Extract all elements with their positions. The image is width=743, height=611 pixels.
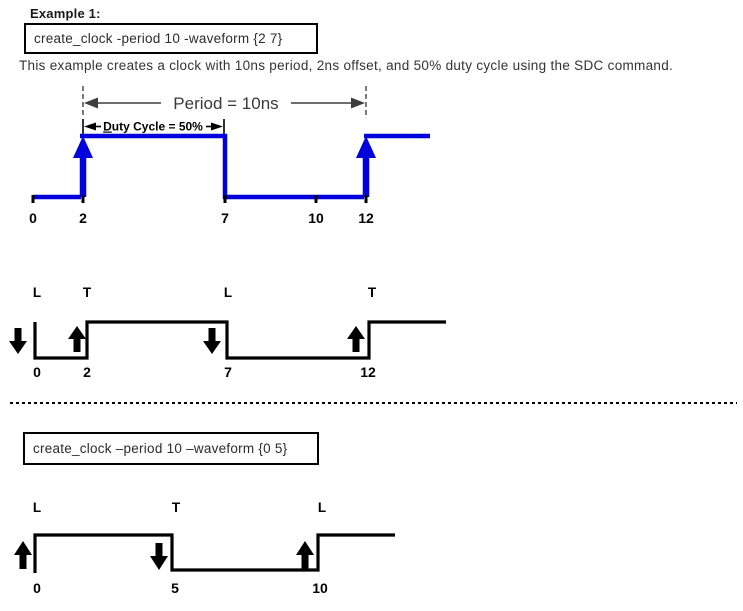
right-arrowhead-icon — [351, 97, 365, 109]
edge-waveform-diagram-example1: L T L T 0 2 7 12 — [9, 285, 446, 380]
time-tick — [31, 195, 35, 203]
falling-edge-arrow-icon — [9, 328, 27, 354]
time-tick-label: 0 — [29, 210, 37, 226]
period-label: Period = 10ns — [173, 94, 278, 113]
rising-edge-arrow-icon — [68, 326, 86, 352]
time-tick-label: 10 — [312, 580, 328, 596]
example1-command-box: create_clock -period 10 -waveform {2 7} — [24, 23, 318, 54]
time-tick-label: 7 — [224, 364, 232, 380]
edge-letter: T — [368, 285, 377, 300]
edge-waveform-path — [33, 320, 446, 360]
example1-heading: Example 1: — [30, 6, 101, 21]
time-tick — [314, 195, 318, 203]
rising-edge-arrow-icon — [73, 136, 93, 197]
time-tick-label: 12 — [358, 210, 374, 226]
time-axis-ticks — [31, 195, 368, 203]
duty-cycle-annotation: Duty Cycle = 50% — [82, 119, 225, 134]
time-tick-label: 2 — [79, 210, 87, 226]
example1-description: This example creates a clock with 10ns p… — [19, 58, 674, 73]
edge-letter: T — [172, 500, 181, 515]
right-arrowhead-icon — [211, 122, 223, 131]
edge-letter: L — [224, 285, 232, 300]
section-divider — [10, 402, 737, 404]
time-tick-label: 7 — [221, 210, 229, 226]
time-tick-label: 0 — [33, 580, 41, 596]
example1-command-text: create_clock -period 10 -waveform {2 7} — [34, 31, 283, 46]
time-tick-label: 2 — [83, 364, 91, 380]
edge-waveform-diagram-example2: L T L 0 5 10 — [14, 500, 395, 596]
edge-letter: L — [33, 285, 41, 300]
rising-edge-arrow-icon — [296, 541, 314, 569]
rising-edge-arrow-icon — [14, 541, 32, 569]
clock-high-fall-low-segment — [80, 133, 364, 200]
falling-edge-arrow-icon — [203, 328, 221, 354]
left-arrowhead-icon — [84, 97, 98, 109]
time-tick-label: 10 — [308, 210, 324, 226]
time-tick — [81, 195, 85, 203]
time-tick-label: 12 — [360, 364, 376, 380]
period-span-arrow — [84, 97, 365, 109]
edge-letter: L — [33, 500, 41, 515]
time-tick-label: 5 — [171, 580, 179, 596]
duty-cycle-label: Duty Cycle = 50% — [103, 120, 203, 134]
clock-waveform-path — [33, 133, 430, 200]
time-tick — [364, 195, 368, 203]
falling-edge-arrow-icon — [150, 543, 168, 570]
duty-label-underlined-d: D — [103, 120, 112, 134]
clock-waveform-diagram: Period = 10ns Duty Cycle = 50% — [29, 86, 430, 226]
edge-waveform-path — [33, 533, 395, 573]
edge-letter: T — [83, 285, 92, 300]
example2-command-box: create_clock –period 10 –waveform {0 5} — [23, 432, 319, 465]
edge-letter: L — [318, 500, 326, 515]
left-arrowhead-icon — [84, 122, 96, 131]
rising-edge-arrow-icon — [356, 136, 376, 197]
example2-command-text: create_clock –period 10 –waveform {0 5} — [33, 441, 288, 456]
duty-label-rest: uty Cycle = 50% — [112, 120, 203, 134]
time-tick-label: 0 — [33, 364, 41, 380]
time-tick — [223, 195, 227, 203]
rising-edge-arrow-icon — [347, 326, 365, 352]
